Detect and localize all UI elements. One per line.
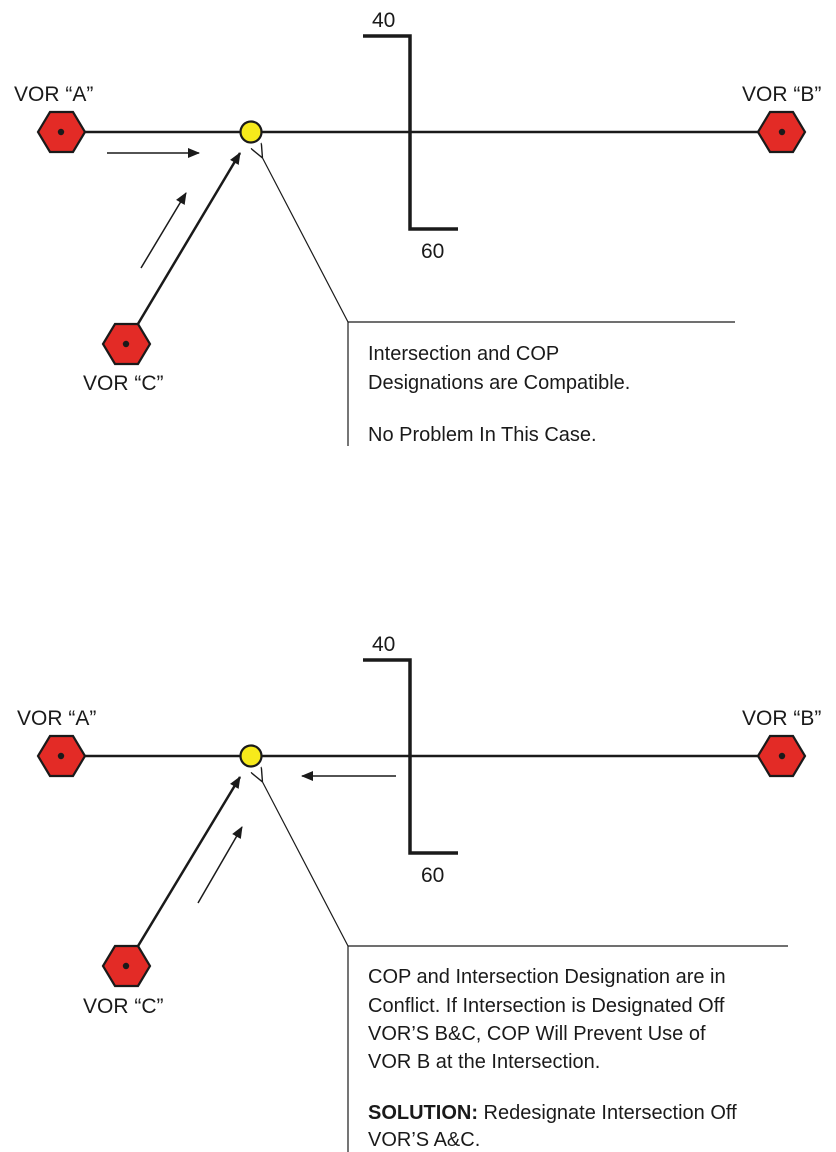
note-line-4: VOR B at the Intersection. (368, 1051, 600, 1073)
solution-line-2: VOR’S A&C. (368, 1129, 480, 1151)
vor-c-station (101, 322, 152, 366)
vor-b-label: VOR “B” (742, 707, 821, 730)
callout-pointer (262, 157, 349, 323)
vor-b-station (756, 110, 807, 154)
altitude-label-top: 40 (372, 9, 395, 32)
vor-c-label: VOR “C” (83, 995, 164, 1018)
solution-text: Redesignate Intersection Off (478, 1102, 737, 1124)
panel-conflict: 40 60 VOR “A” VOR “B” VOR “C” (17, 633, 821, 1152)
intersection-marker-icon (239, 744, 263, 768)
vor-c-station (101, 944, 152, 988)
vor-b-station (756, 734, 807, 778)
solution-line: SOLUTION: Redesignate Intersection Off (368, 1102, 737, 1124)
airway-c-intersection (124, 152, 242, 345)
intersection-marker-icon (239, 120, 263, 144)
note-line-1: COP and Intersection Designation are in (368, 966, 726, 988)
solution-label: SOLUTION: (368, 1102, 478, 1124)
vor-a-label: VOR “A” (17, 707, 96, 730)
note-line-2: Conflict. If Intersection is Designated … (368, 995, 725, 1017)
direction-arrow-northeast (140, 192, 187, 269)
vor-c-label: VOR “C” (83, 372, 164, 395)
altitude-label-top: 40 (372, 633, 395, 656)
note-line-2: Designations are Compatible. (368, 372, 630, 394)
altitude-label-bottom: 60 (421, 240, 444, 263)
vor-a-label: VOR “A” (14, 83, 93, 106)
note-line-1: Intersection and COP (368, 343, 559, 365)
note-line-4: No Problem In This Case. (368, 424, 597, 446)
direction-arrow-northeast (197, 826, 243, 904)
note-line-3: VOR’S B&C, COP Will Prevent Use of (368, 1023, 706, 1045)
vor-a-station (36, 734, 87, 778)
vor-a-station (36, 110, 87, 154)
vor-b-label: VOR “B” (742, 83, 821, 106)
panel-compatible: 40 60 VOR “A” VOR “B” VOR “C” (14, 9, 821, 446)
altitude-label-bottom: 60 (421, 864, 444, 887)
airway-c-intersection (124, 776, 242, 967)
callout-pointer (262, 781, 349, 947)
